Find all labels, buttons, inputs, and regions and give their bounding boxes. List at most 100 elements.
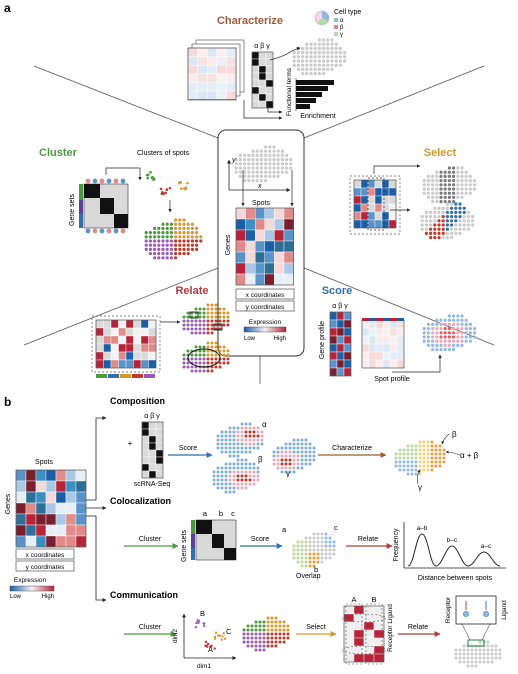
comm-spot	[246, 624, 250, 628]
relate-spot	[218, 365, 222, 369]
cluster-spot	[169, 252, 173, 256]
select-spot	[422, 191, 426, 195]
relate-cell	[110, 351, 119, 361]
comp-spot	[236, 446, 240, 450]
comm-point	[213, 635, 217, 639]
cluster-spot	[195, 231, 199, 235]
cluster-point	[165, 188, 169, 192]
cluster-spot	[144, 231, 148, 235]
tissue-spot	[247, 170, 251, 174]
comp-spot	[212, 482, 216, 486]
comp-spot	[244, 434, 248, 438]
select-spot	[435, 195, 439, 199]
comp-colored-spot	[434, 456, 438, 460]
comp-colored-spot	[418, 464, 422, 468]
enrichment-bar	[296, 92, 322, 97]
comp-spot	[292, 454, 296, 458]
coloc-spot	[292, 552, 296, 556]
comp-binary-cell	[155, 428, 164, 437]
score-heat-tissue	[422, 314, 477, 352]
spot-profile-cell	[382, 335, 391, 345]
comp-spot	[244, 478, 248, 482]
comm-point	[204, 640, 208, 644]
comp-spot	[220, 466, 224, 470]
tissue-spot	[280, 158, 284, 162]
select-spot	[471, 219, 475, 223]
relate-spot	[198, 311, 202, 315]
comp-spot	[300, 462, 304, 466]
relate-spot	[214, 345, 218, 349]
score-spot	[439, 318, 443, 322]
cluster-color-bar	[79, 184, 83, 200]
select-spot	[443, 187, 447, 191]
cluster-spot	[174, 222, 178, 226]
profile-cell	[343, 359, 352, 369]
coloc-spot	[308, 564, 312, 568]
relate-spot	[218, 311, 222, 315]
coloc-spot	[312, 544, 316, 548]
coloc-a-label: a	[282, 525, 287, 534]
comp-binary-cell	[141, 421, 150, 430]
cluster-spot	[161, 247, 165, 251]
comp-binary-cell	[141, 428, 150, 437]
select-spot	[450, 223, 454, 227]
comp-spot	[280, 454, 284, 458]
char-cell	[187, 73, 198, 83]
comp-spot	[288, 450, 292, 454]
select-spot	[456, 187, 460, 191]
select-spot	[473, 187, 477, 191]
clusters-of-spots-scatter	[145, 170, 189, 196]
select-cell	[367, 211, 376, 221]
b-expression-cell	[75, 502, 87, 515]
comm-final-spot	[498, 652, 502, 656]
cluster-spot	[153, 256, 157, 260]
tissue-spot	[330, 67, 334, 71]
cluster-spot	[165, 239, 169, 243]
select-spot	[460, 174, 464, 178]
coloc-spot	[324, 548, 328, 552]
coloc-spot	[292, 544, 296, 548]
select-cell	[353, 203, 362, 213]
tissue-spot	[276, 166, 280, 170]
tissue-spot	[330, 42, 334, 46]
comp-spot	[276, 446, 280, 450]
select-spot	[435, 179, 439, 183]
comm-final-spot	[490, 660, 494, 664]
comp-colored-spot	[398, 448, 402, 452]
comm-spot	[286, 628, 290, 632]
cluster-spot	[195, 243, 199, 247]
tissue-spot	[280, 166, 284, 170]
select-spot	[458, 227, 462, 231]
select-spot	[433, 215, 437, 219]
spot-profile-cell	[361, 327, 370, 337]
comm-spot	[262, 620, 266, 624]
spot-profile-cell	[389, 319, 398, 329]
tissue-spot	[259, 158, 263, 162]
relate-color-bar	[144, 374, 155, 378]
gene-sets-label: Gene sets	[69, 194, 76, 226]
comp-colored-spot	[398, 460, 402, 464]
select-spot	[431, 179, 435, 183]
comm-point	[202, 622, 205, 625]
coloc-distance-label: Distance between spots	[418, 575, 493, 582]
comp-spot	[232, 462, 236, 466]
comm-final-spot	[466, 664, 470, 668]
expression-cell	[264, 251, 275, 264]
expression-cell	[274, 229, 285, 242]
comm-spot	[266, 628, 270, 632]
enrichment-bar	[296, 98, 316, 103]
select-spot	[429, 236, 433, 240]
coloc-spot	[296, 548, 300, 552]
b-expression-cell	[15, 535, 27, 548]
select-spot	[466, 227, 470, 231]
relate-spot	[194, 353, 198, 357]
spot-profile-cell	[396, 327, 405, 337]
profile-cell	[336, 351, 345, 361]
select-spot	[443, 200, 447, 204]
select-spot	[468, 183, 472, 187]
cluster-point	[160, 191, 164, 194]
select-spot	[443, 179, 447, 183]
b-expression-cell	[55, 469, 67, 482]
select-spot	[445, 219, 449, 223]
comp-spot	[212, 478, 216, 482]
